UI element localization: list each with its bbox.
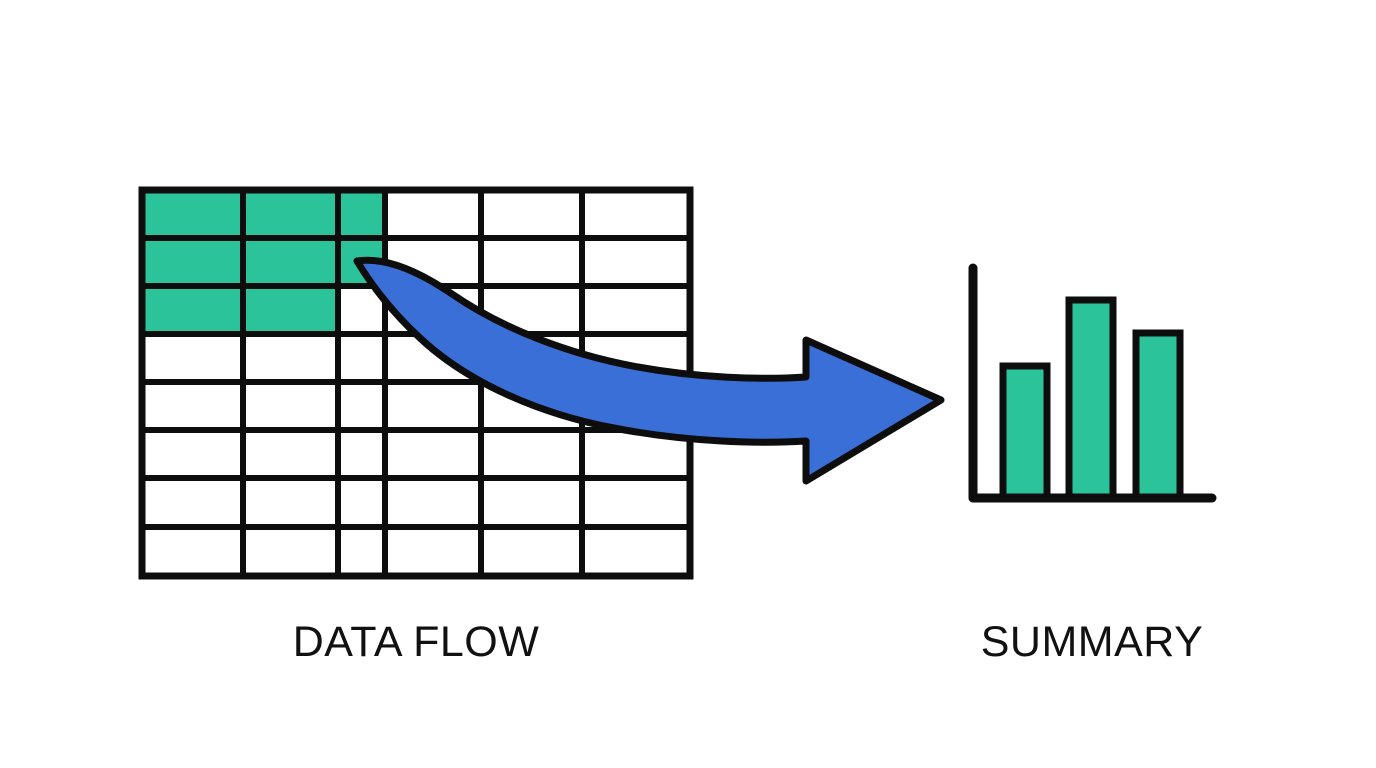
highlighted-cell[interactable]	[243, 238, 338, 286]
chart-axes	[968, 263, 1217, 503]
highlighted-cell[interactable]	[142, 238, 243, 286]
highlighted-cell[interactable]	[142, 286, 243, 334]
data-flow-label: DATA FLOW	[292, 618, 540, 666]
highlighted-cell[interactable]	[338, 190, 385, 238]
chart-bar-1[interactable]	[999, 362, 1051, 502]
highlighted-cell-group[interactable]	[142, 190, 385, 334]
highlighted-cell[interactable]	[243, 190, 338, 238]
bar-group[interactable]	[999, 296, 1184, 502]
chart-bar-2[interactable]	[1065, 296, 1117, 502]
curved-flow-arrow[interactable]	[353, 256, 945, 485]
arrow-body	[353, 256, 945, 485]
highlighted-cell[interactable]	[243, 286, 338, 334]
summary-label: SUMMARY	[980, 618, 1204, 666]
highlighted-cell[interactable]	[142, 190, 243, 238]
chart-bar-3[interactable]	[1132, 329, 1184, 502]
summary-bar-chart[interactable]	[968, 263, 1217, 503]
